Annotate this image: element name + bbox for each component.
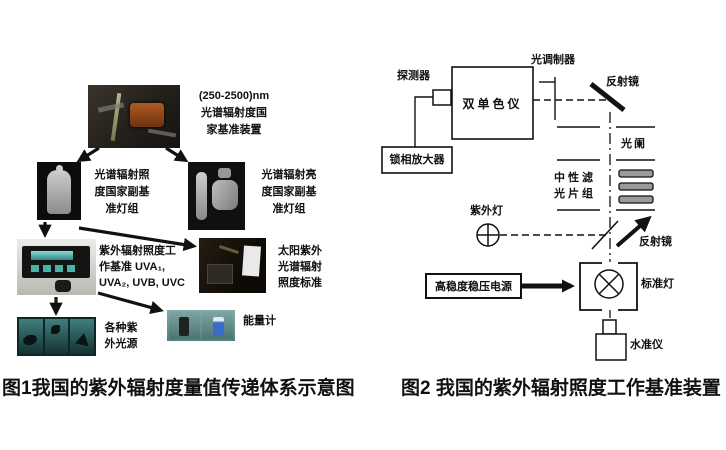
modulator-label: 光调制器 [531,54,575,66]
radiance-sub-standard-lamp-photo [188,162,245,230]
aperture-label: 光阑 [621,138,647,150]
level-neck-box [602,319,617,335]
energy-meter-label: 能量计 [243,315,276,327]
energy-meter-photo [167,310,235,341]
mirror-bottom-label: 反射镜 [639,236,672,248]
mirror-top-label: 反射镜 [606,76,639,88]
radiance-sub-standard-label: 光谱辐射亮 度国家副基 准灯组 [261,169,317,215]
detector-wire [414,96,433,147]
uv-lamp-label: 紫外灯 [470,205,503,217]
standard-lamp-label: 标准灯 [641,278,674,290]
figure2-schematic [381,66,655,361]
brown-cylinder-shape [130,103,164,127]
chopper-symbol [539,77,556,120]
irradiance-sub-standard-lamp-photo [37,162,81,220]
source-pane [19,319,43,354]
meter-device-shape [179,317,189,336]
monochromator-box [451,66,534,140]
neutral-filters-label: 中性滤 光片组 [554,172,596,200]
figure1-arrows [38,146,197,317]
source-pane [44,319,69,354]
lamp-cap-shape [218,168,231,178]
national-standard-label: (250-2500)nm 光谱辐射度国 家基准装置 [198,90,270,136]
reflected-beam-arrow [615,215,652,248]
glass-tube-shape [196,172,207,220]
meter-pane [169,312,200,339]
figure1-panel: (250-2500)nm 光谱辐射度国 家基准装置 光谱辐射照 度国家副基 准灯… [2,85,355,399]
instrument-buttons-shape [31,265,75,272]
mirror-top-shape [589,82,626,112]
monochromator-label: 双单色仪 [462,97,523,111]
meter-pane [202,312,233,339]
solar-standard-label: 太阳紫外 光谱辐射 照度标准 [278,245,322,289]
power-supply-label: 高稳度稳压电源 [435,281,512,293]
figure2-panel: 探测器 双单色仪 锁相放大器 光调制器 反射镜 光阑 中性滤 光片组 紫外灯 反… [363,0,726,450]
uv-sources-photo [17,317,96,356]
transfer-arrows [38,146,197,317]
working-standard-instrument-photo [17,239,96,295]
level-meter-box [595,333,627,361]
jar-knob-shape [56,165,63,172]
sensor-head-shape [55,280,71,292]
source-pane [70,319,95,354]
standard-lamp-symbol [594,269,624,299]
level-meter-label: 水准仪 [630,339,663,351]
solar-uv-standard-photo [199,238,266,293]
detector-label: 探测器 [397,70,430,82]
baffle-lines [557,126,655,211]
irradiance-sub-standard-label: 光谱辐射照 度国家副基 准灯组 [94,169,150,215]
national-primary-standard-photo [88,85,180,148]
source-shape [50,325,60,334]
working-standard-label: 紫外辐射照度工 作基准 UVA₁, UVA₂, UVB, UVC [99,245,185,289]
lockin-amplifier-box [381,146,453,174]
figure1-caption: 图1我国的紫外辐射度量值传递体系示意图 [2,378,355,399]
detector-box [432,89,452,106]
instrument-display-shape [31,251,73,260]
lamp-housing-box [579,262,638,311]
mirror-bottom-shape [591,220,619,250]
glass-bulb-shape [212,180,238,210]
figure2-caption: 图2 我国的紫外辐射照度工作基准装置 [401,378,721,399]
meter-device-shape [213,317,224,336]
glass-bell-jar-shape [47,170,71,214]
uv-sources-label: 各种紫 外光源 [104,322,138,350]
uv-lamp-symbol [476,223,500,247]
neutral-filter-bars [618,169,654,204]
dark-equipment-shape [207,264,233,284]
lockin-amplifier-label: 锁相放大器 [389,154,445,166]
